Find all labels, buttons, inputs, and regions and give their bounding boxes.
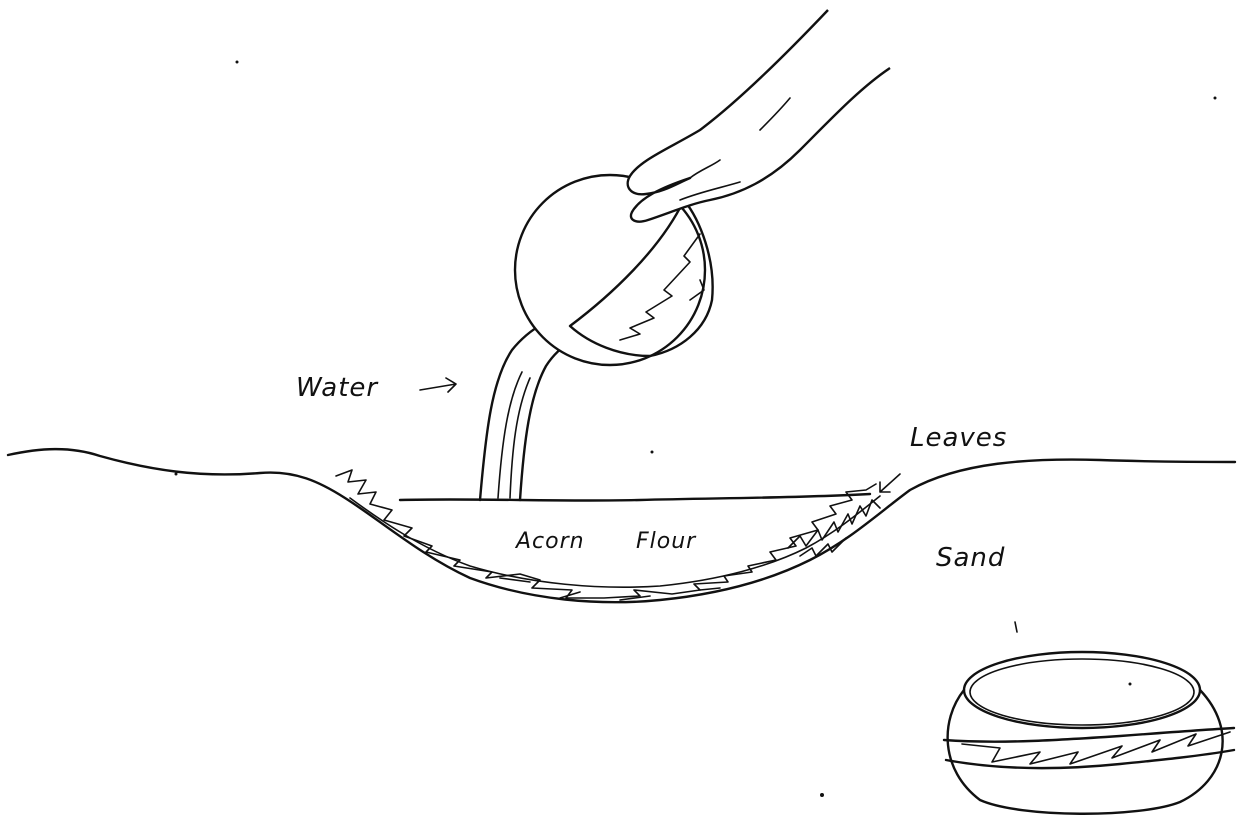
storage-basket-speck bbox=[1129, 683, 1132, 686]
leaves-arrow bbox=[880, 474, 900, 492]
water-arrow bbox=[420, 378, 456, 392]
leaves-lining bbox=[336, 470, 876, 598]
flour-surface bbox=[400, 494, 870, 501]
speck-6 bbox=[1015, 622, 1017, 632]
label-sand: Sand bbox=[936, 543, 1005, 573]
hand-arm bbox=[628, 10, 890, 222]
storage-basket-rim bbox=[964, 652, 1200, 728]
label-leaves: Leaves bbox=[910, 423, 1007, 453]
water-stream-inner-1 bbox=[498, 372, 522, 498]
speck-1 bbox=[236, 61, 239, 64]
leaves-lining-inner bbox=[350, 496, 880, 587]
label-water: Water bbox=[296, 373, 379, 403]
speck-3 bbox=[175, 473, 178, 476]
speck-2 bbox=[1214, 97, 1217, 100]
label-flour: Flour bbox=[636, 529, 697, 554]
label-acorn: Acorn bbox=[514, 529, 585, 554]
storage-basket-band-bottom bbox=[946, 750, 1234, 768]
speck-4 bbox=[651, 451, 654, 454]
storage-basket-band-top bbox=[944, 728, 1234, 742]
speck-5 bbox=[820, 793, 824, 797]
ground-line bbox=[8, 449, 1235, 602]
